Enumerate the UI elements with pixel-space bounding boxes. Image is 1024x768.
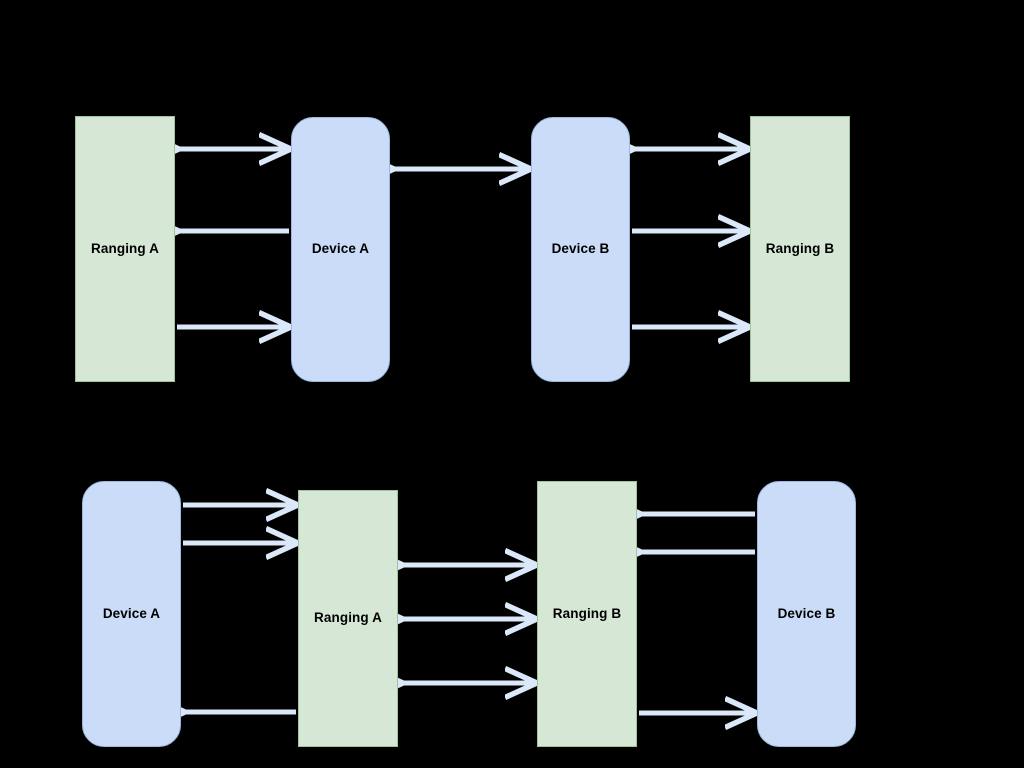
node-bot-device-b[interactable]: Device B (757, 481, 856, 747)
node-label: Ranging B (765, 240, 835, 256)
node-top-device-a[interactable]: Device A (291, 117, 390, 382)
node-label: Ranging A (314, 610, 382, 626)
node-top-ranging-b[interactable]: Ranging B (750, 116, 850, 382)
node-label: Ranging A (91, 240, 159, 256)
node-bot-device-a[interactable]: Device A (82, 481, 181, 747)
node-bot-ranging-b[interactable]: Ranging B (537, 481, 637, 747)
node-bot-ranging-a[interactable]: Ranging A (298, 490, 398, 747)
node-label: Device A (311, 241, 370, 257)
node-label: Device A (102, 605, 161, 621)
node-label: Ranging B (552, 605, 622, 621)
node-top-device-b[interactable]: Device B (531, 117, 630, 382)
node-top-ranging-a[interactable]: Ranging A (75, 116, 175, 382)
node-label: Device B (777, 605, 836, 621)
node-label: Device B (551, 241, 610, 257)
